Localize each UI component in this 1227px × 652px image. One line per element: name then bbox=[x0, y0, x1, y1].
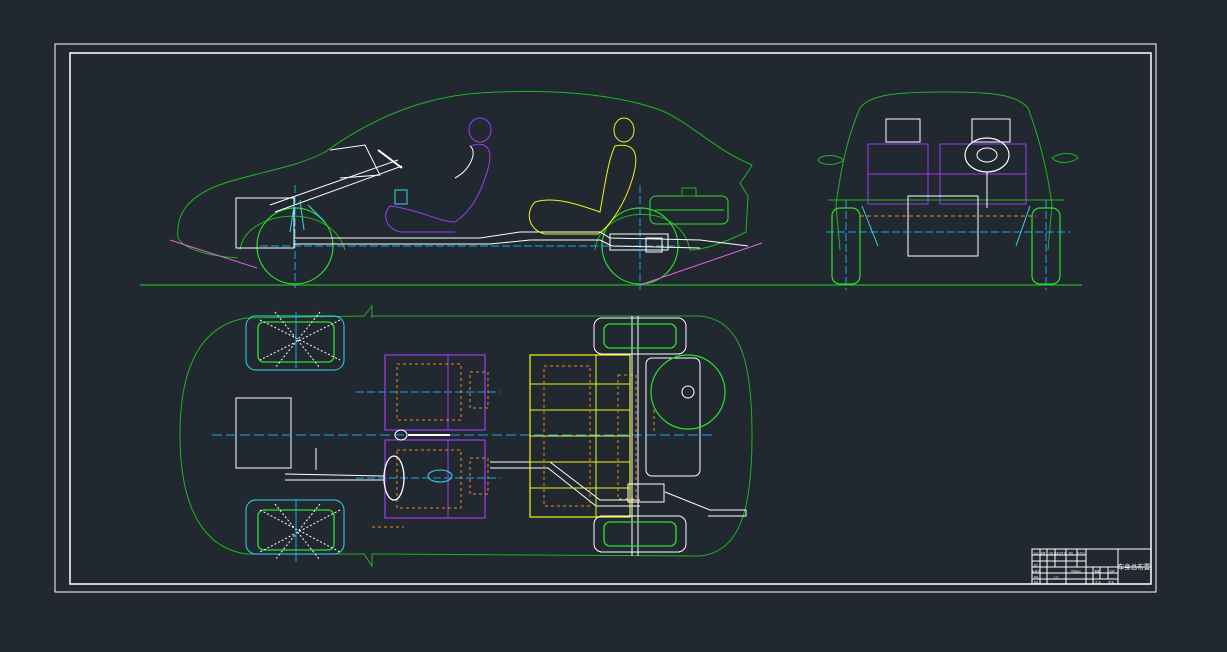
front-seat-back bbox=[454, 145, 474, 179]
top-front-compartment bbox=[235, 397, 292, 469]
top-differential bbox=[627, 483, 665, 503]
rear-axle-housing bbox=[609, 233, 669, 251]
top-rear-seat bbox=[529, 354, 637, 518]
tb-cell: 阶段标记 bbox=[1071, 569, 1081, 573]
pedal-box bbox=[394, 189, 408, 205]
body-side-outline bbox=[177, 90, 753, 259]
rear-arch bbox=[594, 213, 691, 251]
front-view-suspension bbox=[861, 205, 1031, 247]
front-compartment-box bbox=[235, 197, 295, 249]
steering-wheel-front bbox=[964, 137, 1010, 173]
steering-hub-front bbox=[976, 147, 998, 163]
top-steering-column bbox=[284, 473, 385, 477]
title-block-title: 车身总布置 bbox=[1118, 562, 1151, 571]
tb-cell: 设计 bbox=[1034, 563, 1039, 567]
right-mirror bbox=[1051, 153, 1079, 163]
top-front-left-wheel bbox=[245, 311, 345, 371]
left-mirror bbox=[817, 155, 845, 165]
tb-cell: 批准 bbox=[1034, 580, 1039, 584]
tb-cell: 工艺 bbox=[1054, 575, 1059, 579]
side-view bbox=[140, 90, 1082, 290]
front-arch bbox=[239, 215, 346, 251]
rear-seat-profile bbox=[528, 144, 637, 235]
driver-seat-profile bbox=[385, 143, 491, 233]
top-front-right-wheel bbox=[245, 499, 345, 562]
top-frame-rail bbox=[490, 461, 747, 517]
approach-angle-line bbox=[169, 239, 258, 269]
tb-cell: 重量 bbox=[1095, 569, 1100, 573]
tb-cell: 第 张 bbox=[1108, 580, 1114, 584]
departure-angle-line bbox=[639, 242, 763, 286]
top-view bbox=[179, 304, 753, 568]
outer-frame bbox=[54, 43, 1157, 593]
spare-tire bbox=[650, 354, 726, 430]
top-front-seat-right bbox=[384, 439, 489, 519]
title-block: 车身总布置 标记 处数 分区 更改文件号 签名 年月日 设计 标准化 阶段标记 … bbox=[1031, 548, 1152, 585]
tb-cell: 比例 bbox=[1110, 569, 1115, 573]
tb-cell: 分区 bbox=[1049, 551, 1054, 555]
tb-cell: 处数 bbox=[1041, 551, 1046, 555]
top-steering-wheel bbox=[383, 455, 405, 501]
driver-foot-outline bbox=[427, 469, 453, 483]
dash-structure bbox=[329, 144, 381, 179]
steering-column-lower bbox=[274, 165, 403, 213]
front-view-chassis bbox=[907, 195, 979, 257]
tb-cell: 标准化 bbox=[1032, 569, 1040, 573]
frame-rail-lower bbox=[294, 239, 701, 249]
top-rear-left-wheel-arch bbox=[593, 317, 687, 355]
inner-frame bbox=[69, 52, 1152, 585]
headrest-left bbox=[885, 118, 921, 143]
spare-tire-hub bbox=[681, 385, 695, 399]
tb-cell: 年月日 bbox=[1077, 551, 1084, 555]
body-front-outline bbox=[835, 91, 1053, 251]
headrest-right bbox=[971, 118, 1011, 143]
top-rear-left-wheel bbox=[603, 323, 677, 349]
gear-knob bbox=[394, 429, 408, 441]
front-suspension bbox=[289, 199, 326, 233]
tb-cell: 审核 bbox=[1034, 575, 1039, 579]
steering-wheel-side bbox=[377, 149, 403, 169]
passenger-head bbox=[613, 117, 635, 143]
rear-lamp bbox=[681, 187, 697, 197]
front-view bbox=[817, 91, 1079, 290]
tb-cell: 更改文件号 bbox=[1054, 551, 1067, 555]
tb-cell: 共 张 bbox=[1095, 580, 1101, 584]
top-rear-right-wheel-arch bbox=[593, 515, 687, 553]
top-rear-right-wheel bbox=[603, 521, 677, 547]
differential bbox=[645, 237, 663, 253]
tb-cell: 签名 bbox=[1069, 551, 1074, 555]
steering-column bbox=[269, 159, 399, 206]
tb-cell: 标记 bbox=[1034, 551, 1039, 555]
top-front-seat-left bbox=[384, 354, 489, 431]
driver-head bbox=[468, 117, 492, 143]
body-top-outline bbox=[179, 304, 753, 568]
